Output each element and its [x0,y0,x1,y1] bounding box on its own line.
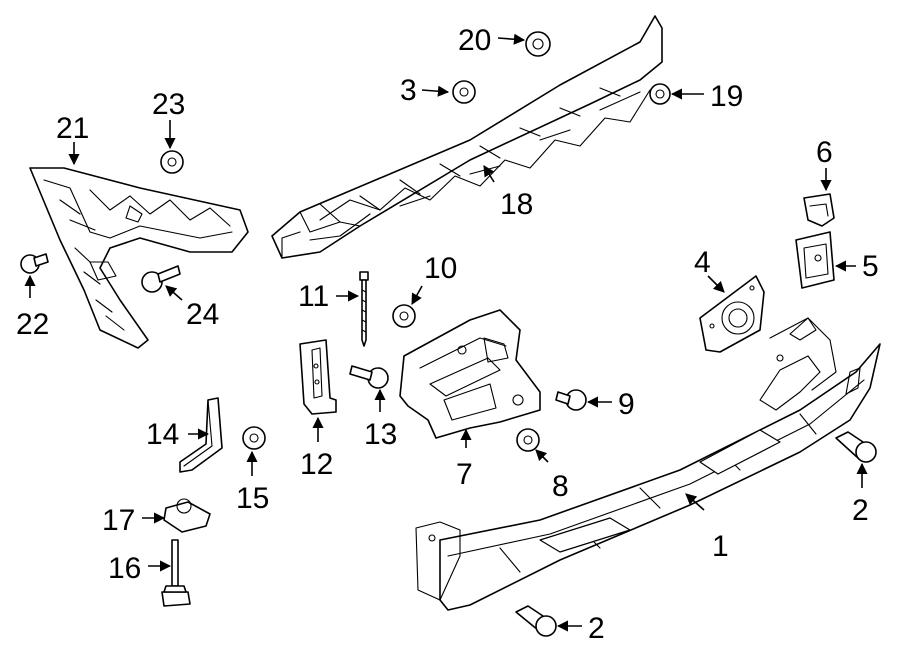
fastener-part-13 [349,365,389,389]
callout-15: 15 [236,482,269,515]
fastener-part-9 [555,389,587,411]
callout-labels: 1 2 2 3 4 5 6 7 8 9 10 11 12 13 14 15 16… [16,24,879,645]
bracket-part-14 [179,397,223,473]
fastener-part-24 [141,265,181,293]
fastener-part-3 [452,80,476,104]
callout-4: 4 [694,246,711,279]
reinforcement-part-1 [415,317,881,611]
fastener-part-23 [160,150,184,174]
plate-part-4 [699,275,765,353]
nut-part-17 [163,498,211,533]
fastener-part-22 [20,253,49,274]
callout-23: 23 [152,88,185,121]
callout-10: 10 [424,252,457,285]
callout-14: 14 [146,418,179,451]
fastener-part-8 [516,428,540,452]
callout-20: 20 [458,24,491,57]
callout-13: 13 [364,418,397,451]
bracket-part-12 [299,339,337,415]
callout-12: 12 [300,448,333,481]
callout-1: 1 [712,530,729,563]
callout-7: 7 [456,458,473,491]
fastener-part-15 [242,426,266,450]
bolt-part-2-upper [835,431,877,463]
callout-18: 18 [500,188,533,221]
fastener-part-20 [525,31,551,57]
callout-5: 5 [862,250,879,283]
fastener-part-19 [649,83,671,105]
callout-3: 3 [400,74,417,107]
bracket-part-7 [399,309,541,439]
callout-6: 6 [816,136,833,169]
clip-part-6 [803,193,835,227]
bolt-part-2-lower [515,605,557,637]
callout-24: 24 [186,298,219,331]
bracket-part-21 [29,167,249,349]
bolt-part-16 [161,539,191,607]
callout-17: 17 [102,504,135,537]
callout-9: 9 [618,388,635,421]
callout-2-lower: 2 [588,612,605,645]
callout-8: 8 [552,470,569,503]
callout-22: 22 [16,308,49,341]
callout-21: 21 [56,112,89,145]
bolt-part-11 [359,271,369,347]
fastener-part-10 [392,304,416,328]
callout-16: 16 [108,552,141,585]
callout-2-upper: 2 [852,494,869,527]
leader-lines [24,33,868,632]
bracket-part-5 [795,231,835,289]
callout-11: 11 [298,280,329,313]
callout-19: 19 [710,80,743,113]
